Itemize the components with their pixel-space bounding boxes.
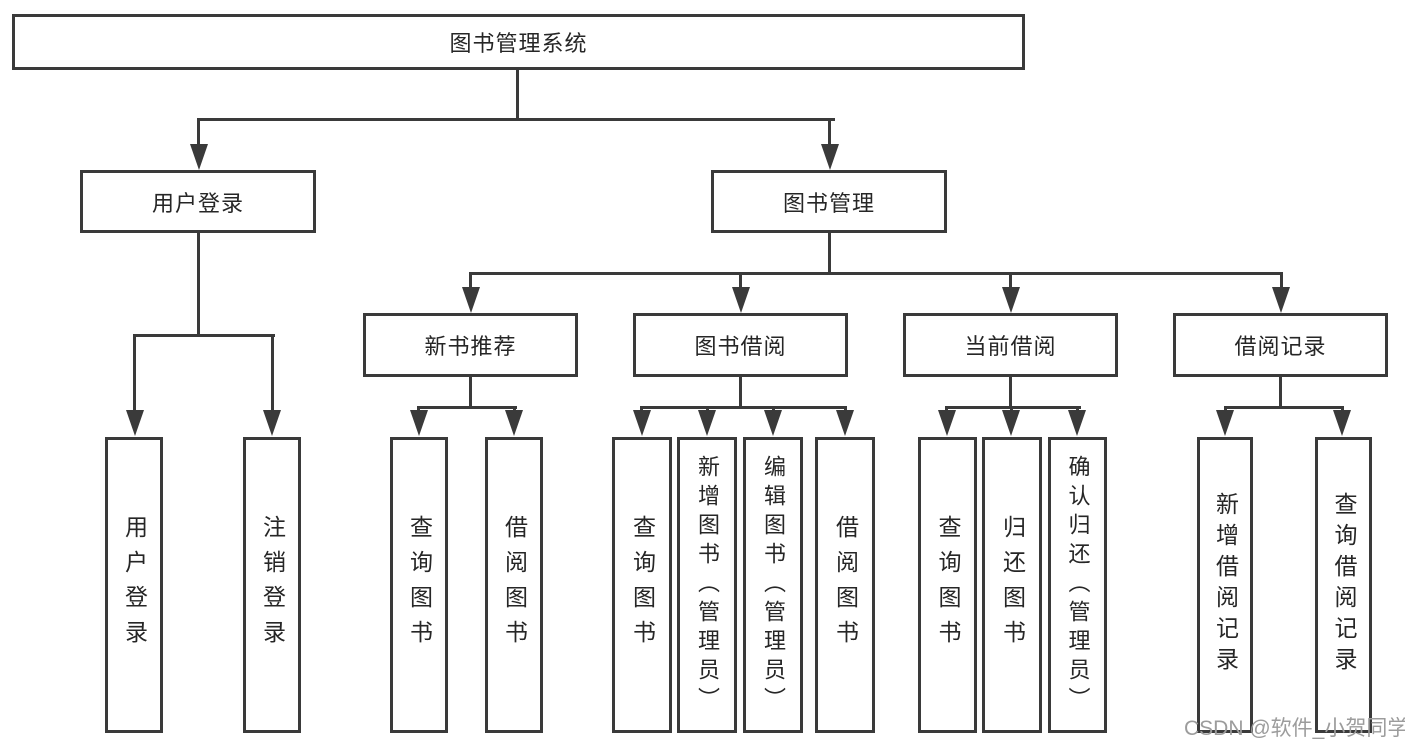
node-new-book-recommend: 新书推荐 (363, 313, 578, 377)
node-current-borrow: 当前借阅 (903, 313, 1118, 377)
arrowhead-down-icon (821, 144, 839, 170)
connector-line (469, 272, 472, 292)
node-user-login-label: 用户登录 (151, 190, 244, 216)
connector-line (516, 70, 519, 121)
csdn-watermark: CSDN @软件_小贺同学 (1184, 717, 1405, 740)
connector-line (1009, 377, 1012, 408)
leaf-add-borrow-record: 新增借阅记录 (1197, 437, 1253, 733)
node-borrow-records-label: 借阅记录 (1234, 334, 1327, 359)
arrowhead-down-icon (410, 410, 428, 436)
connector-line (640, 406, 847, 409)
arrowhead-down-icon (1002, 287, 1020, 313)
leaf-query-borrow-record: 查询借阅记录 (1315, 437, 1372, 733)
connector-line (1280, 272, 1283, 292)
connector-line (133, 334, 275, 337)
connector-line (197, 118, 835, 121)
arrowhead-down-icon (126, 410, 144, 436)
connector-line (945, 406, 1081, 409)
arrowhead-down-icon (764, 410, 782, 436)
connector-line (133, 334, 136, 414)
node-user-login: 用户登录 (80, 170, 316, 233)
connector-line (417, 406, 517, 409)
node-book-borrow-label: 图书借阅 (694, 334, 787, 359)
connector-line (828, 233, 831, 274)
node-library-management-system-label: 图书管理系统 (449, 31, 588, 56)
node-borrow-records: 借阅记录 (1173, 313, 1388, 377)
leaf-edit-book-admin: 编辑图书（管理员） (743, 437, 803, 733)
leaf-add-book-admin: 新增图书（管理员） (677, 437, 737, 733)
arrowhead-down-icon (1272, 287, 1290, 313)
leaf-confirm-return-admin: 确认归还（管理员） (1048, 437, 1107, 733)
leaf-query-books-recommend: 查询图书 (390, 437, 448, 733)
arrowhead-down-icon (190, 144, 208, 170)
arrowhead-down-icon (698, 410, 716, 436)
leaf-borrow-books-recommend: 借阅图书 (485, 437, 543, 733)
connector-line (1279, 377, 1282, 408)
connector-line (1009, 272, 1012, 292)
arrowhead-down-icon (732, 287, 750, 313)
connector-line (469, 377, 472, 408)
leaf-borrow-books: 借阅图书 (815, 437, 875, 733)
node-book-management-label: 图书管理 (782, 190, 875, 216)
node-library-management-system: 图书管理系统 (12, 14, 1025, 70)
leaf-query-books-current: 查询图书 (918, 437, 977, 733)
leaf-logout-login: 注销登录 (243, 437, 301, 733)
node-new-book-recommend-label: 新书推荐 (424, 334, 517, 359)
node-book-management: 图书管理 (711, 170, 947, 233)
arrowhead-down-icon (633, 410, 651, 436)
connector-line (1224, 406, 1344, 409)
arrowhead-down-icon (1333, 410, 1351, 436)
arrowhead-down-icon (836, 410, 854, 436)
leaf-user-login: 用户登录 (105, 437, 163, 733)
node-current-borrow-label: 当前借阅 (964, 334, 1057, 359)
arrowhead-down-icon (1002, 410, 1020, 436)
connector-line (197, 233, 200, 336)
node-book-borrow: 图书借阅 (633, 313, 848, 377)
arrowhead-down-icon (1216, 410, 1234, 436)
arrowhead-down-icon (938, 410, 956, 436)
arrowhead-down-icon (505, 410, 523, 436)
arrowhead-down-icon (263, 410, 281, 436)
connector-line (828, 118, 831, 148)
connector-line (739, 272, 742, 292)
leaf-query-books-borrow: 查询图书 (612, 437, 672, 733)
leaf-return-book: 归还图书 (982, 437, 1042, 733)
connector-line (271, 334, 274, 414)
connector-line (469, 272, 1283, 275)
connector-line (197, 118, 200, 148)
connector-line (739, 377, 742, 408)
arrowhead-down-icon (1068, 410, 1086, 436)
arrowhead-down-icon (462, 287, 480, 313)
